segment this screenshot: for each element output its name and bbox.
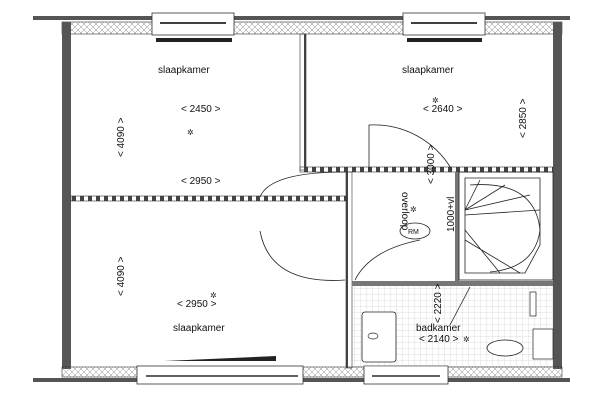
room-label-landing: overloop xyxy=(399,192,410,231)
interior-walls xyxy=(70,33,554,369)
svg-text:✲: ✲ xyxy=(410,205,417,214)
ceiling-light-icons: ✲ ✲ ✲ ✲ ✲ xyxy=(187,96,470,344)
dimension-2850: < 2850 > xyxy=(518,98,529,138)
svg-text:✲: ✲ xyxy=(432,96,439,105)
dimension-2450: < 2450 > xyxy=(181,104,221,115)
room-label-bathroom: badkamer xyxy=(416,323,461,334)
railing-height: 1000+vl xyxy=(446,197,457,232)
dimension-2950-bottom: < 2950 > xyxy=(177,299,217,310)
room-label-bedroom-bottom-left: slaapkamer xyxy=(173,323,225,334)
dimension-4090-bottom: < 4090 > xyxy=(116,256,127,296)
svg-text:✲: ✲ xyxy=(463,335,470,344)
doors xyxy=(259,124,453,281)
dimension-2220: < 2220 > xyxy=(433,283,444,323)
room-label-bedroom-top-left: slaapkamer xyxy=(158,65,210,76)
bathroom-fixtures xyxy=(352,222,554,367)
room-label-bedroom-top-right: slaapkamer xyxy=(402,65,454,76)
svg-text:✲: ✲ xyxy=(210,291,217,300)
windows xyxy=(136,12,486,385)
dimension-2950-top: < 2950 > xyxy=(181,176,221,187)
svg-text:✲: ✲ xyxy=(187,128,194,137)
staircase xyxy=(458,171,554,281)
smoke-detector-label: RM xyxy=(408,229,419,236)
dimension-2640: < 2640 > xyxy=(423,104,463,115)
dimension-4090-top: < 4090 > xyxy=(116,117,127,157)
dimension-2140: < 2140 > xyxy=(419,334,459,345)
smoke-detector-icon xyxy=(399,222,431,240)
dimension-3000: < 3000 > xyxy=(426,144,437,184)
